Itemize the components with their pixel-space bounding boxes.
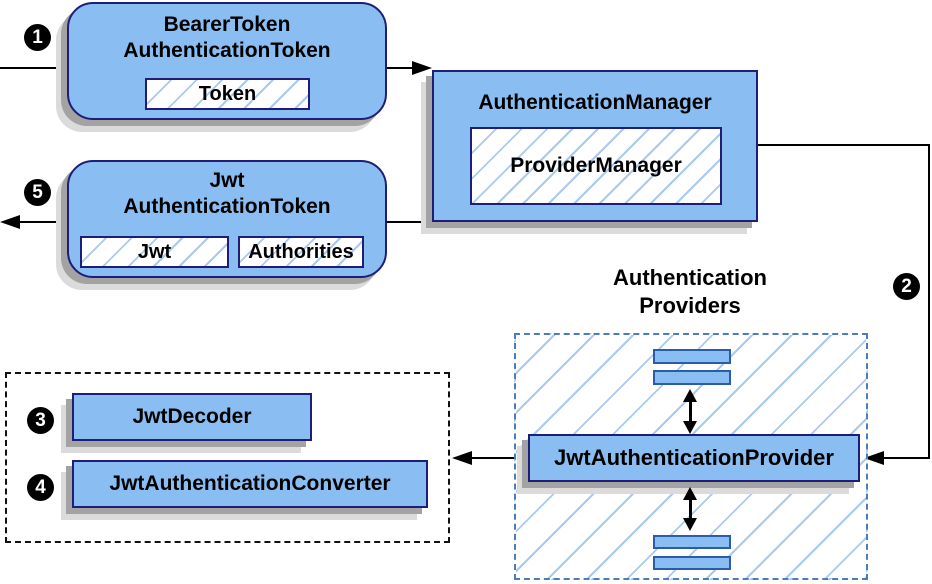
step-badge-1: 1 [24, 24, 51, 51]
node-jwt-authentication-converter: JwtAuthenticationConverter [72, 460, 428, 508]
node-bearer-token-authentication-token: BearerToken AuthenticationToken Token [67, 2, 387, 120]
connector-in-step1 [0, 67, 67, 69]
connector-manager-to-provider-v [928, 144, 930, 458]
provider-manager-inner-box: ProviderManager [470, 127, 722, 205]
title-line-1: BearerToken [163, 13, 291, 36]
step-badge-2: 2 [893, 273, 920, 300]
arrowhead-up-icon [683, 389, 697, 402]
provider-stack-bar [653, 535, 731, 549]
token-inner-box: Token [145, 78, 310, 110]
double-arrow-line [689, 497, 692, 521]
arrowhead-down-icon [683, 421, 697, 434]
providers-group-label: Authentication Providers [590, 264, 790, 320]
arrowhead-down-icon [683, 518, 697, 531]
step-badge-4: 4 [27, 474, 54, 501]
authorities-inner-box: Authorities [238, 236, 364, 268]
provider-stack-bar [653, 349, 731, 364]
node-jwt-authentication-provider: JwtAuthenticationProvider [528, 434, 860, 482]
node-authentication-manager: AuthenticationManager ProviderManager [432, 70, 758, 222]
step-badge-3: 3 [27, 407, 54, 434]
connector-bearer-to-manager [387, 67, 414, 69]
node-jwt-authentication-token: Jwt AuthenticationToken Jwt Authorities [67, 160, 387, 278]
arrowhead-left-icon [452, 451, 472, 465]
jwt-inner-box: Jwt [80, 236, 229, 268]
node-title: Jwt AuthenticationToken [69, 168, 385, 220]
arrowhead-left-icon [864, 451, 884, 465]
step-badge-5: 5 [24, 179, 51, 206]
arrowhead-right-icon [412, 61, 432, 75]
label-line-1: Authentication [613, 265, 767, 290]
connector-out-step5 [18, 221, 67, 223]
label-line-2: Providers [639, 293, 741, 318]
node-title: AuthenticationManager [478, 91, 712, 114]
node-jwt-decoder: JwtDecoder [72, 393, 312, 441]
arrowhead-up-icon [683, 487, 697, 500]
provider-stack-bar [653, 370, 731, 385]
title-line-2: AuthenticationToken [123, 39, 331, 62]
double-arrow-line [689, 399, 692, 424]
arrowhead-left-icon [0, 215, 20, 229]
converters-group-container [5, 372, 450, 543]
connector-manager-to-jwt [387, 221, 432, 223]
provider-stack-bar [653, 556, 731, 570]
title-line-1: Jwt [209, 169, 245, 192]
connector-manager-to-provider-h2 [884, 457, 930, 459]
connector-provider-to-converters [472, 457, 530, 459]
node-title: BearerToken AuthenticationToken [69, 12, 385, 64]
connector-manager-to-provider-h [758, 144, 930, 146]
title-line-2: AuthenticationToken [123, 195, 331, 218]
